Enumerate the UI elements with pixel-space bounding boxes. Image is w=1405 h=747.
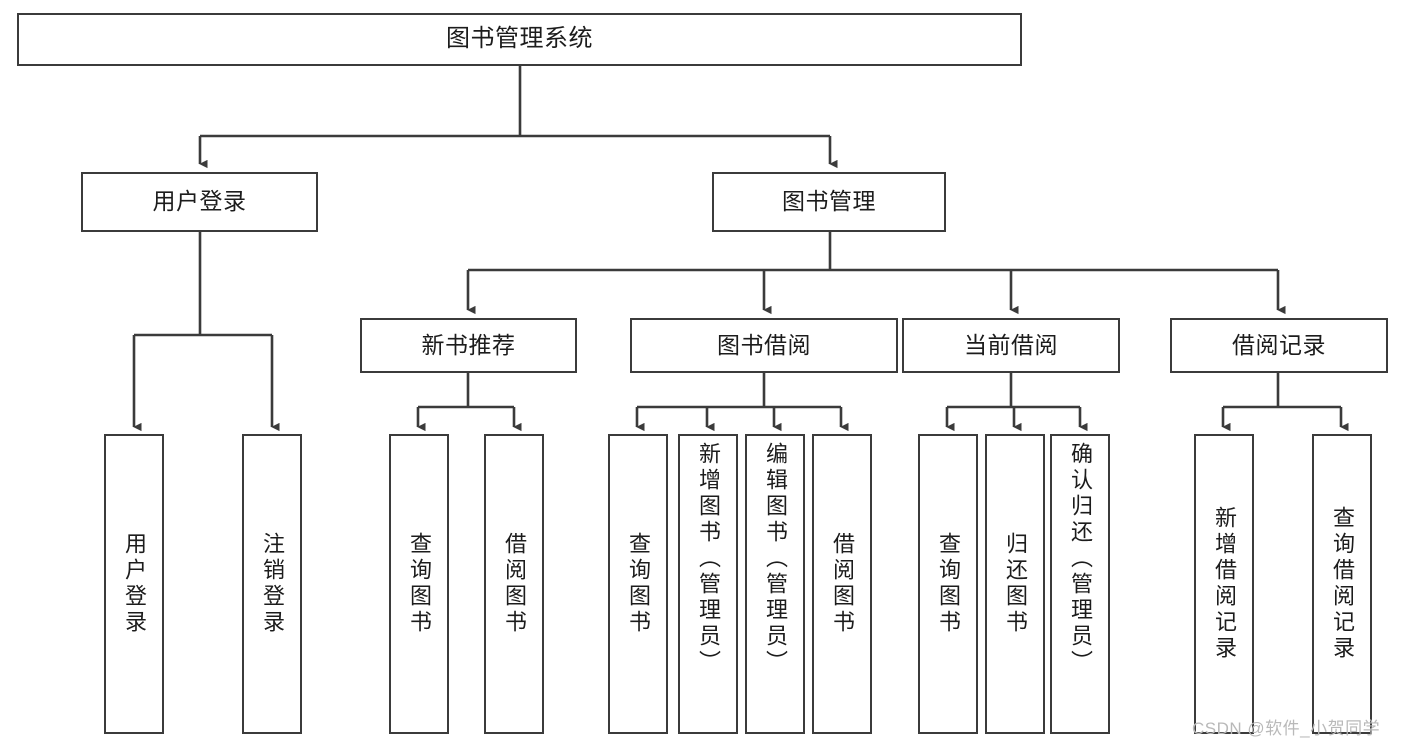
watermark-text: CSDN @软件_小贺同学 bbox=[1192, 719, 1381, 738]
leaf-return-book[interactable]: 归还图书 bbox=[985, 434, 1045, 734]
leaf-add-book[interactable]: 新增图书（管理员） bbox=[678, 434, 738, 734]
leaf-user-login[interactable]: 用户登录 bbox=[104, 434, 164, 734]
leaf-confirm-return[interactable]: 确认归还（管理员） bbox=[1050, 434, 1110, 734]
leaf-label: 查询图书 bbox=[936, 532, 961, 636]
leaf-label: 注销登录 bbox=[260, 532, 285, 636]
node-root-system[interactable]: 图书管理系统 bbox=[17, 13, 1022, 66]
leaf-label: 新增图书（管理员） bbox=[696, 442, 721, 676]
leaf-label: 确认归还（管理员） bbox=[1068, 442, 1093, 676]
node-user-login[interactable]: 用户登录 bbox=[81, 172, 318, 232]
leaf-add-record[interactable]: 新增借阅记录 bbox=[1194, 434, 1254, 734]
leaf-borrow-book-2[interactable]: 借阅图书 bbox=[812, 434, 872, 734]
leaf-label: 新增借阅记录 bbox=[1212, 506, 1237, 662]
node-new-book-recommend[interactable]: 新书推荐 bbox=[360, 318, 577, 373]
leaf-label: 查询借阅记录 bbox=[1330, 506, 1355, 662]
leaf-query-record[interactable]: 查询借阅记录 bbox=[1312, 434, 1372, 734]
leaf-label: 归还图书 bbox=[1003, 532, 1028, 636]
leaf-logout-login[interactable]: 注销登录 bbox=[242, 434, 302, 734]
leaf-label: 查询图书 bbox=[407, 532, 432, 636]
node-book-borrow[interactable]: 图书借阅 bbox=[630, 318, 898, 373]
node-borrow-record[interactable]: 借阅记录 bbox=[1170, 318, 1388, 373]
leaf-query-book-2[interactable]: 查询图书 bbox=[608, 434, 668, 734]
leaf-label: 借阅图书 bbox=[830, 532, 855, 636]
node-current-borrow[interactable]: 当前借阅 bbox=[902, 318, 1120, 373]
leaf-query-book-3[interactable]: 查询图书 bbox=[918, 434, 978, 734]
leaf-query-book-1[interactable]: 查询图书 bbox=[389, 434, 449, 734]
leaf-edit-book[interactable]: 编辑图书（管理员） bbox=[745, 434, 805, 734]
leaf-label: 查询图书 bbox=[626, 532, 651, 636]
leaf-label: 借阅图书 bbox=[502, 532, 527, 636]
node-book-manage[interactable]: 图书管理 bbox=[712, 172, 946, 232]
leaf-borrow-book-1[interactable]: 借阅图书 bbox=[484, 434, 544, 734]
leaf-label: 用户登录 bbox=[122, 532, 147, 636]
leaf-label: 编辑图书（管理员） bbox=[763, 442, 788, 676]
